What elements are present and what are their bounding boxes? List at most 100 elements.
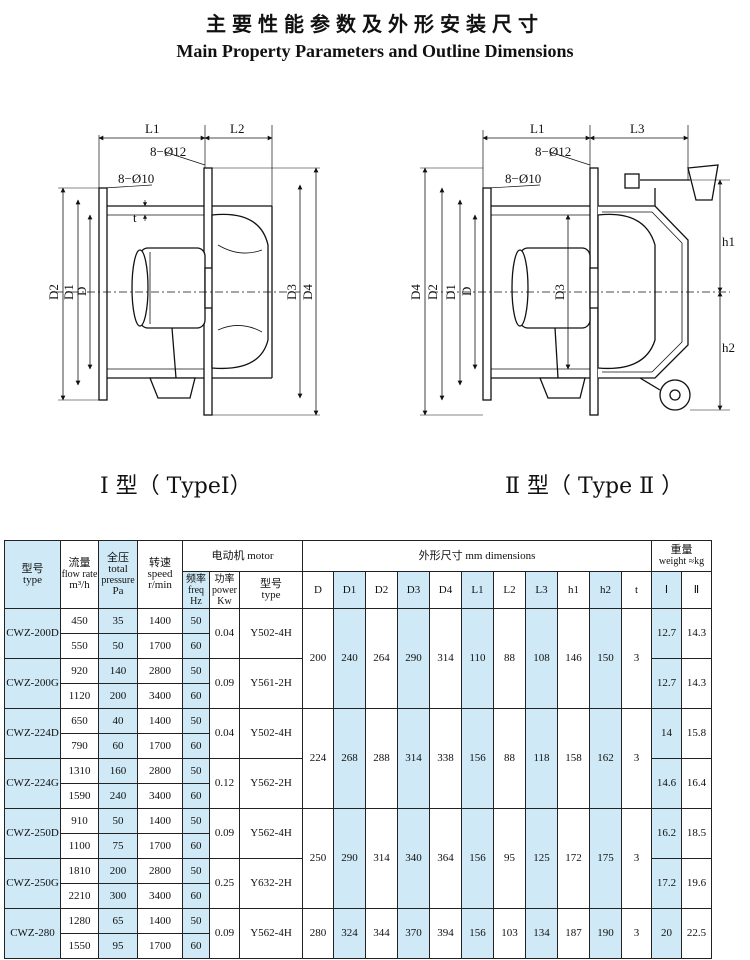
freq-cell: 60 [182, 733, 210, 759]
dim-cell-D1: 268 [333, 708, 366, 809]
pressure-cell: 200 [98, 683, 138, 709]
flow-cell: 1100 [60, 833, 99, 859]
power-cell: 0.04 [209, 708, 240, 759]
dim-cell-L1: 110 [461, 608, 494, 709]
type2-caption: Ⅱ 型（ Type Ⅱ ） [505, 474, 684, 499]
speed-cell: 3400 [137, 783, 183, 809]
dim-cell-D2: 314 [365, 808, 398, 909]
pressure-cell: 50 [98, 633, 138, 659]
page-title-english: Main Property Parameters and Outline Dim… [176, 41, 574, 61]
type2-labels: L1 L3 8−Ø12 8−Ø10 D4 D2 D1 D D3 h1 h2 [408, 121, 735, 355]
dim-cell-D1: 324 [333, 908, 366, 959]
speed-cell: 1700 [137, 633, 183, 659]
dim-cell-L2: 95 [493, 808, 526, 909]
dim-cell-h2: 190 [589, 908, 622, 959]
weight-I-cell: 12.7 [651, 658, 682, 709]
bolt-label-inner: 8−Ø10 [505, 171, 541, 186]
header-h1: h1 [557, 571, 590, 609]
model-type-cell: CWZ-224D [4, 708, 61, 759]
freq-cell: 60 [182, 883, 210, 909]
dim-label-L1: L1 [145, 121, 159, 136]
header-D3: D3 [397, 571, 430, 609]
motor-type-cell: Y562-4H [239, 808, 303, 859]
freq-cell: 50 [182, 858, 210, 884]
header-motor: 电动机 motor [182, 540, 303, 572]
freq-cell: 50 [182, 608, 210, 634]
header-L3: L3 [525, 571, 558, 609]
power-cell: 0.25 [209, 858, 240, 909]
dim-cell-D2: 344 [365, 908, 398, 959]
flow-cell: 1280 [60, 908, 99, 934]
pressure-cell: 300 [98, 883, 138, 909]
model-type-cell: CWZ-280 [4, 908, 61, 959]
flow-cell: 1590 [60, 783, 99, 809]
dim-cell-h1: 187 [557, 908, 590, 959]
dim-cell-D3: 370 [397, 908, 430, 959]
dim-cell-L1: 156 [461, 708, 494, 809]
dim-cell-h1: 158 [557, 708, 590, 809]
dim-label-D3: D3 [552, 284, 567, 300]
dim-label-D: D [459, 287, 474, 296]
dim-cell-t: 3 [621, 708, 652, 809]
freq-cell: 60 [182, 683, 210, 709]
dim-cell-L3: 134 [525, 908, 558, 959]
power-cell: 0.09 [209, 908, 240, 959]
weight-II-cell: 19.6 [681, 858, 712, 909]
header-weight-I: Ⅰ [651, 571, 682, 609]
motor-type-cell: Y562-2H [239, 758, 303, 809]
weight-I-cell: 16.2 [651, 808, 682, 859]
weight-II-cell: 14.3 [681, 608, 712, 659]
speed-cell: 2800 [137, 658, 183, 684]
power-cell: 0.09 [209, 658, 240, 709]
type2-drawing [420, 125, 730, 416]
header-weight-II: Ⅱ [681, 571, 712, 609]
dim-label-h1: h1 [722, 234, 735, 249]
speed-cell: 3400 [137, 883, 183, 909]
pressure-cell: 95 [98, 933, 138, 959]
pressure-cell: 200 [98, 858, 138, 884]
dim-label-D: D [74, 287, 89, 296]
flow-cell: 450 [60, 608, 99, 634]
dim-cell-L3: 108 [525, 608, 558, 709]
speed-cell: 1400 [137, 908, 183, 934]
flow-cell: 1550 [60, 933, 99, 959]
dim-label-L1: L1 [530, 121, 544, 136]
dim-cell-L2: 88 [493, 708, 526, 809]
dim-cell-h2: 162 [589, 708, 622, 809]
motor-type-cell: Y561-2H [239, 658, 303, 709]
motor-type-cell: Y502-4H [239, 708, 303, 759]
weight-I-cell: 20 [651, 908, 682, 959]
pressure-cell: 140 [98, 658, 138, 684]
dim-cell-h1: 146 [557, 608, 590, 709]
type1-labels: L1 L2 8−Ø12 8−Ø10 t D2 D1 D D3 D4 [46, 121, 315, 300]
pressure-cell: 40 [98, 708, 138, 734]
dim-cell-L2: 103 [493, 908, 526, 959]
motor-type-cell: Y502-4H [239, 608, 303, 659]
pressure-cell: 75 [98, 833, 138, 859]
speed-cell: 1400 [137, 808, 183, 834]
dim-cell-D3: 340 [397, 808, 430, 909]
dim-cell-h2: 175 [589, 808, 622, 909]
flow-cell: 550 [60, 633, 99, 659]
dim-label-h2: h2 [722, 340, 735, 355]
dim-cell-L2: 88 [493, 608, 526, 709]
header-L1: L1 [461, 571, 494, 609]
dim-cell-L1: 156 [461, 808, 494, 909]
